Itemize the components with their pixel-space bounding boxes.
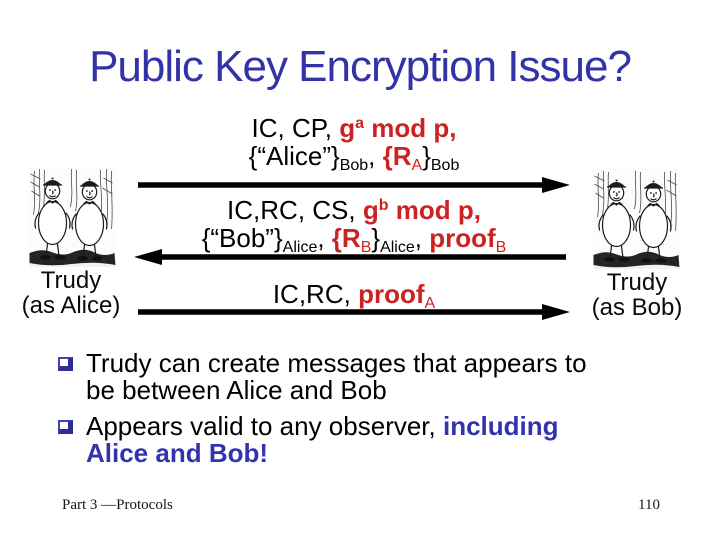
protocol-message-1: IC, CP, ga mod p, {“Alice”}Bob, {RA}Bob	[138, 113, 570, 174]
actor-role: (as Bob)	[591, 294, 683, 321]
bullet-line: Trudy can create messages that appears t…	[86, 348, 587, 378]
bullet-line: Alice and Bob!	[86, 438, 269, 468]
actor-name: Trudy	[606, 269, 668, 296]
arrow-right-icon	[138, 304, 570, 320]
protocol-message-3: IC,RC, proofA	[138, 279, 570, 312]
actor-label-right: Trudy (as Bob)	[562, 270, 712, 320]
tweedle-twins-illustration-left	[28, 167, 116, 267]
bullet-item: Trudy can create messages that appears t…	[58, 350, 688, 404]
footer-section-label: Part 3 —Protocols	[62, 497, 173, 513]
arrow-left-icon	[134, 249, 566, 265]
arrow-right-icon	[138, 177, 570, 193]
actor-name: Trudy	[40, 267, 102, 294]
tweedle-twins-illustration-right	[592, 169, 680, 269]
message-line: IC,RC, proofA	[272, 279, 436, 312]
bullet-line: be between Alice and Bob	[86, 375, 387, 405]
protocol-message-2: IC,RC, CS, gb mod p, {“Bob”}Alice, {RB}A…	[138, 195, 570, 256]
message-line: {“Bob”}Alice, {RB}Alice, proofB	[201, 223, 507, 256]
square-bullet-icon	[58, 420, 73, 434]
square-bullet-icon	[58, 357, 73, 371]
message-line: IC,RC, CS, gb mod p,	[227, 195, 481, 225]
actor-role: (as Alice)	[21, 292, 121, 319]
message-line: IC, CP, ga mod p,	[251, 113, 457, 143]
bullet-line: Appears valid to any observer, including	[86, 411, 559, 441]
bullet-item: Appears valid to any observer, including…	[58, 413, 688, 467]
page-number: 110	[638, 497, 660, 513]
message-line: {“Alice”}Bob, {RA}Bob	[248, 141, 460, 174]
slide-title: Public Key Encryption Issue?	[89, 42, 632, 91]
actor-label-left: Trudy (as Alice)	[0, 268, 146, 318]
